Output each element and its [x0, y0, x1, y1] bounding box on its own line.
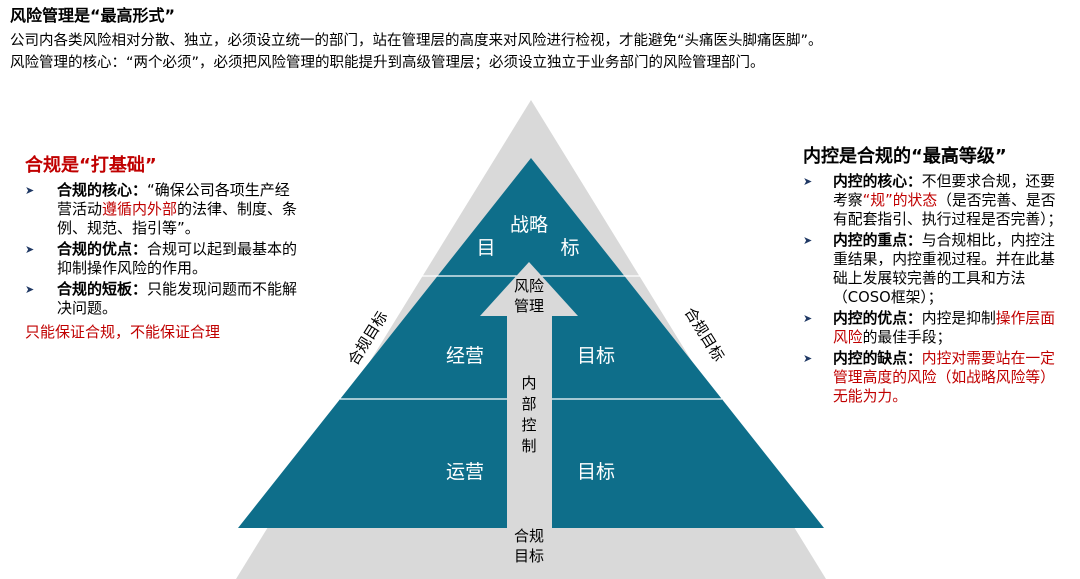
- item-label: 内控的核心：: [833, 173, 922, 190]
- bullet-arrow-icon: ➤: [803, 234, 813, 247]
- item-highlight: 内控对需要站在一定管理高度的风险（如战略风险等）无能为力。: [833, 350, 1055, 405]
- item-text: 只能发现问题而不能解决问题。: [57, 280, 298, 317]
- item-text: 的最佳手段；: [862, 329, 952, 346]
- ic-char-1: 内: [521, 374, 536, 392]
- strategy-label: 战略: [510, 214, 548, 236]
- ic-con-item: ➤ 内控的缺点：内控对需要站在一定管理高度的风险（如战略风险等）无能为力。: [803, 349, 1065, 406]
- risk-mgmt-label-1: 风险: [514, 277, 544, 295]
- intro-line-2: 风险管理的核心：“两个必须”，必须把风险管理的职能提升到高级管理层；必须设立独立…: [10, 55, 765, 71]
- strategy-goal-a: 目: [476, 237, 495, 259]
- ic-focus-item: ➤ 内控的重点：与合规相比，内控注重结果，内控重视过程。并在此基础上发展较完善的…: [803, 231, 1065, 307]
- ic-char-4: 制: [521, 437, 536, 455]
- ic-pro-item: ➤ 内控的优点：内控是抑制操作层面风险的最佳手段；: [803, 309, 1065, 347]
- bullet-arrow-icon: ➤: [25, 283, 35, 296]
- item-label: 内控的重点：: [833, 232, 922, 249]
- bullet-arrow-icon: ➤: [25, 184, 35, 197]
- compliance-panel: 合规是“打基础” ➤ 合规的核心：“确保公司各项生产经营活动遵循内外部的法律、制…: [25, 151, 300, 342]
- bullet-arrow-icon: ➤: [803, 312, 813, 325]
- compliance-footer: 只能保证合规，不能保证合理: [25, 323, 221, 341]
- operations-label: 经营: [446, 345, 484, 367]
- item-text: “确保公司各项生产经营活动: [57, 181, 290, 218]
- strategy-goal-b: 标: [560, 237, 579, 259]
- item-text: （是否完善、是否有配套指引、执行过程是否完善）；: [833, 192, 1063, 228]
- operating-goal: 目标: [577, 461, 615, 483]
- bullet-arrow-icon: ➤: [25, 243, 35, 256]
- risk-mgmt-label-2: 管理: [514, 297, 544, 315]
- item-label: 内控的优点：: [833, 310, 922, 327]
- item-text: 的法律、制度、条例、规范、指引等”。: [57, 200, 298, 237]
- internal-control-arrow: [480, 262, 578, 579]
- compliance-pro-item: ➤ 合规的优点：合规可以起到最基本的抑制操作风险的作用。: [25, 240, 300, 278]
- ic-char-3: 控: [521, 416, 536, 434]
- intro-line-1: 公司内各类风险相对分散、独立，必须设立统一的部门，站在管理层的高度来对风险进行检…: [10, 33, 823, 49]
- compliance-title: 合规是“打基础”: [25, 155, 157, 176]
- ic-core-item: ➤ 内控的核心：不但要求合规，还要考察“规”的状态（是否完善、是否有配套指引、执…: [803, 172, 1065, 229]
- item-highlight: “规”的状态: [862, 192, 938, 209]
- item-label: 合规的优点：: [57, 240, 148, 258]
- internal-control-panel: 内控是合规的“最高等级” ➤ 内控的核心：不但要求合规，还要考察“规”的状态（是…: [803, 142, 1065, 408]
- bullet-arrow-icon: ➤: [803, 352, 813, 365]
- item-label: 合规的短板：: [57, 280, 148, 298]
- item-highlight: 操作层面风险: [833, 310, 1055, 346]
- base-label-1: 合规: [514, 527, 544, 545]
- item-highlight: 遵循内外部: [102, 200, 178, 218]
- operating-label: 运营: [446, 461, 484, 483]
- item-label: 内控的缺点：: [833, 350, 922, 367]
- item-text: 与合规相比，内控注重结果，内控重视过程。并在此基础上发展较完善的工具和方法（CO…: [833, 232, 1055, 306]
- bullet-arrow-icon: ➤: [803, 175, 813, 188]
- compliance-con-item: ➤ 合规的短板：只能发现问题而不能解决问题。: [25, 280, 300, 318]
- item-text: 不但要求合规，还要考察: [833, 173, 1055, 209]
- ic-char-2: 部: [521, 395, 536, 413]
- compliance-core-item: ➤ 合规的核心：“确保公司各项生产经营活动遵循内外部的法律、制度、条例、规范、指…: [25, 181, 300, 238]
- page-title: 风险管理是“最高形式”: [10, 6, 176, 25]
- internal-control-title: 内控是合规的“最高等级”: [803, 146, 1007, 167]
- item-text: 合规可以起到最基本的抑制操作风险的作用。: [57, 240, 298, 277]
- item-label: 合规的核心：: [57, 181, 148, 199]
- operations-goal: 目标: [577, 345, 615, 367]
- base-label-2: 目标: [514, 547, 544, 565]
- item-text: 内控是抑制: [921, 310, 996, 327]
